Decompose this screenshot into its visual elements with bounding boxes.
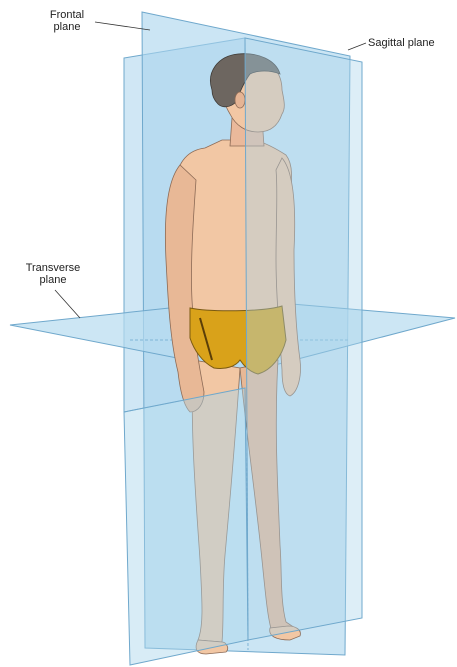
transverse-plane-label-line2: plane (18, 274, 88, 286)
frontal-plane-label-line1: Frontal (40, 9, 94, 21)
transverse-plane-label-line1: Transverse (18, 262, 88, 274)
sagittal-leader-line (348, 43, 366, 50)
transverse-plane-label: Transverse plane (18, 262, 88, 286)
frontal-plane-label: Frontal plane (40, 9, 94, 33)
ear (235, 92, 245, 108)
frontal-plane-label-line2: plane (40, 21, 94, 33)
transverse-leader-line (55, 290, 80, 318)
sagittal-plane-label: Sagittal plane (368, 37, 435, 49)
sagittal-plane-front (245, 38, 362, 640)
sagittal-plane-lower-back (124, 388, 248, 665)
